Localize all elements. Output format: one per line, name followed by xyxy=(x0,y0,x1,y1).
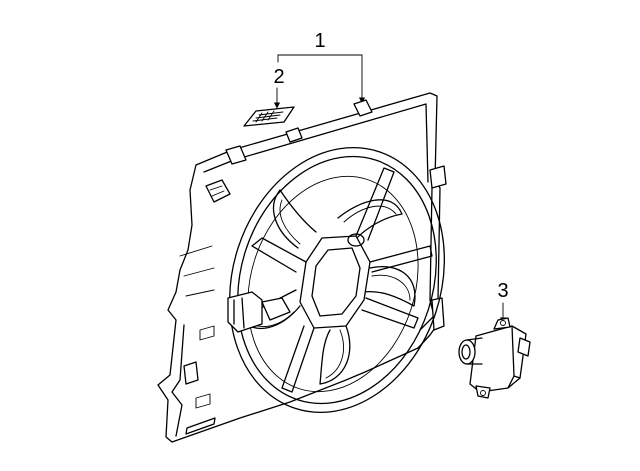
callout-3-number: 3 xyxy=(497,280,508,302)
callout-1-number: 1 xyxy=(314,30,325,52)
callout-1: 1 xyxy=(277,30,366,104)
callout-2: 2 xyxy=(273,66,285,109)
callout-2-number: 2 xyxy=(273,66,284,88)
callout-3: 3 xyxy=(497,280,509,324)
fan-shroud-assembly-icon xyxy=(157,92,447,443)
resistor-icon xyxy=(458,317,531,399)
label-icon xyxy=(243,106,295,127)
